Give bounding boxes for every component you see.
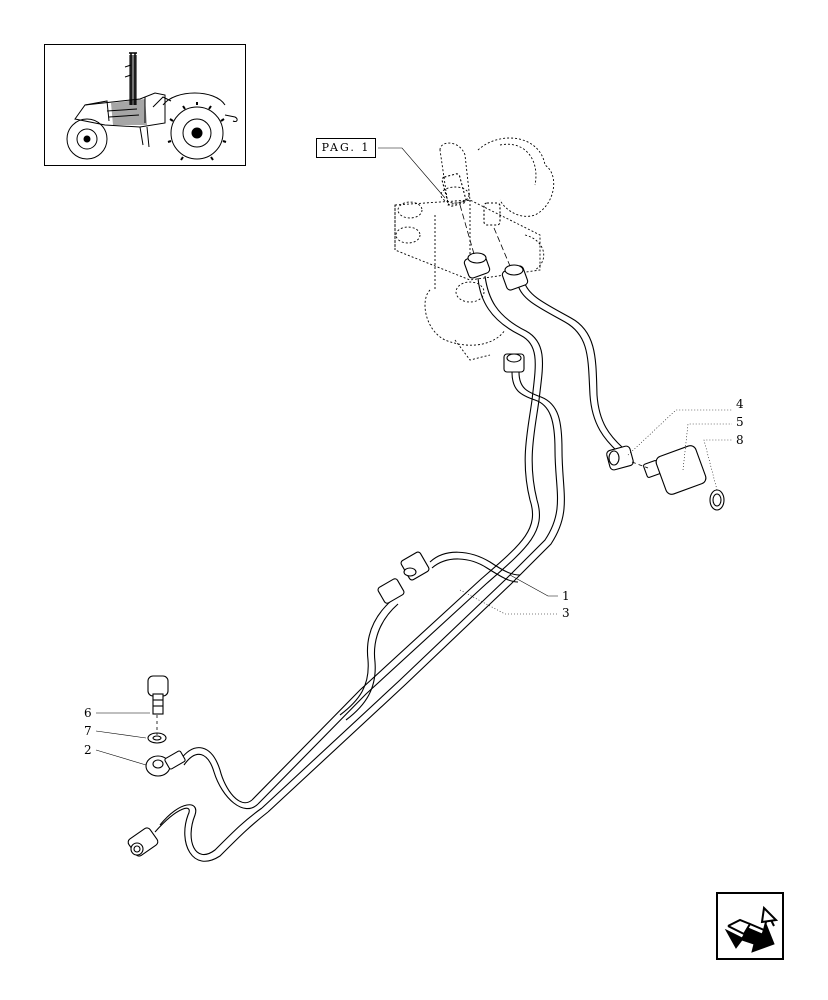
tractor-icon xyxy=(66,52,238,161)
fittings xyxy=(127,173,725,857)
end-nut xyxy=(127,827,159,857)
page-reference-label[interactable]: PAG. 1 xyxy=(316,138,376,158)
callout-6: 6 xyxy=(84,706,92,720)
valve-assembly xyxy=(394,137,555,361)
callout-2: 2 xyxy=(84,743,92,757)
banjo-fitting-2 xyxy=(145,750,186,777)
pipe-bundle xyxy=(154,275,624,862)
banjo-bolt-6 xyxy=(147,675,169,715)
callout-7: 7 xyxy=(84,724,92,738)
callout-labels: 1 3 4 5 8 6 7 2 xyxy=(84,397,744,757)
callout-3: 3 xyxy=(562,606,570,620)
callout-5: 5 xyxy=(736,415,744,429)
fitting-nut-4 xyxy=(606,445,634,471)
adapter-5 xyxy=(643,445,707,495)
union-fitting-left xyxy=(377,578,405,604)
callout-1: 1 xyxy=(562,589,570,603)
return-button[interactable] xyxy=(716,892,784,960)
leader-lines xyxy=(95,147,732,766)
center-nut xyxy=(503,353,525,373)
union-fitting-center xyxy=(400,551,430,581)
return-arrow-icon xyxy=(724,905,779,953)
callout-8: 8 xyxy=(736,433,744,447)
callout-4: 4 xyxy=(736,397,744,411)
top-fitting-nut-a xyxy=(463,252,491,279)
tractor-thumbnail xyxy=(44,44,246,166)
top-fitting-nut-b xyxy=(501,264,529,291)
